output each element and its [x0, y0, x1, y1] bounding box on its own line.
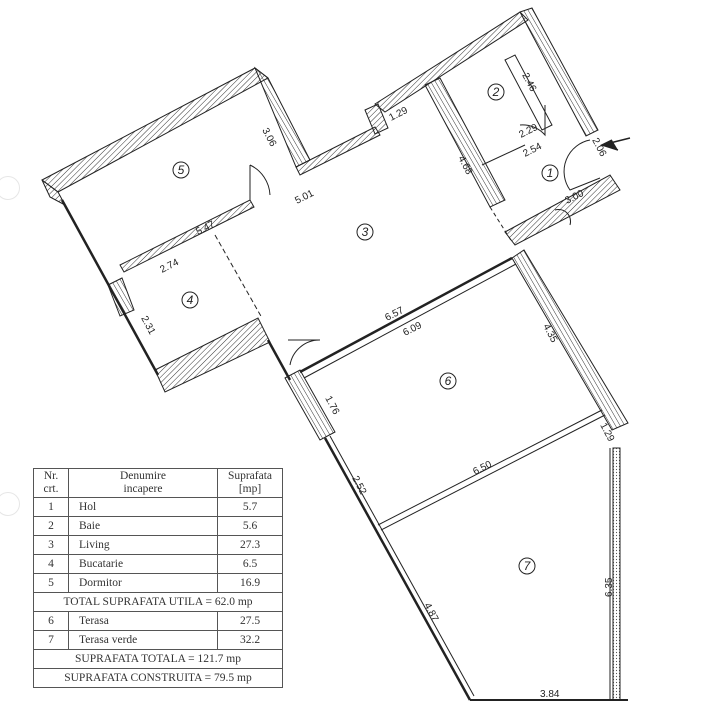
binder-hole-top — [0, 176, 20, 200]
dim-609: 6.09 — [401, 320, 424, 339]
header-nr: Nr.crt. — [33, 468, 69, 498]
dim-650: 6.50 — [471, 459, 494, 478]
wall-hol-dashed — [489, 206, 513, 243]
room-number-3: 3 — [362, 225, 369, 239]
room-number-7: 7 — [524, 559, 532, 573]
room-number-6: 6 — [445, 374, 452, 388]
room-markers: 5 2 1 3 4 6 7 — [172, 83, 559, 575]
room-number-1: 1 — [547, 166, 554, 180]
dim-384: 3.84 — [540, 689, 560, 700]
wall-terrace-east — [511, 249, 629, 431]
dim-206: 2.06 — [589, 136, 608, 159]
dim-254: 2.54 — [521, 141, 544, 160]
room-number-2: 2 — [492, 85, 500, 99]
wall-dormitor-east — [253, 66, 311, 168]
wall-bath-inner — [504, 54, 553, 131]
dim-306: 3.06 — [259, 126, 278, 149]
total-row: SUPRAFATA TOTALA = 121.7 mp — [33, 649, 283, 669]
wall-bath-east — [519, 7, 599, 137]
door-entrance — [563, 139, 601, 191]
door-dormitor — [249, 164, 271, 200]
green-wall — [612, 447, 621, 701]
wall-kitchen-dashed — [214, 234, 263, 319]
door-hol — [554, 209, 571, 226]
dim-246: 2.46 — [519, 71, 538, 94]
construita-row: SUPRAFATA CONSTRUITA = 79.5 mp — [33, 668, 283, 688]
dim-501: 5.01 — [293, 188, 316, 207]
wall-living-north2 — [374, 11, 529, 113]
door-bath — [519, 105, 546, 137]
wall-dormitor-north — [41, 67, 269, 193]
wall-bath-west — [424, 77, 506, 208]
door-living — [288, 339, 321, 366]
room-number-5: 5 — [178, 163, 185, 177]
header-area: Suprafata[mp] — [217, 468, 283, 498]
wall-living-notch — [364, 103, 389, 135]
dim-274: 2.74 — [158, 257, 181, 276]
wall-terrace-west — [323, 437, 472, 701]
room-number-4: 4 — [187, 293, 194, 307]
partition-dormitor — [119, 199, 255, 273]
dim-176: 1.76 — [322, 394, 341, 417]
dim-231: 2.31 — [138, 314, 157, 337]
pillar-terrace — [284, 369, 336, 441]
binder-hole-bottom — [0, 492, 20, 516]
wall-living-terrace — [299, 256, 513, 374]
wall-kitchen-south — [154, 317, 271, 393]
divider-terrace — [377, 409, 603, 526]
total-utila-row: TOTAL SUPRAFATA UTILA = 62.0 mp — [33, 592, 283, 612]
wall-living-west — [266, 339, 292, 381]
wall-living-north — [295, 126, 381, 176]
dim-635: 6.35 — [604, 577, 615, 597]
wall-kitchen-west — [107, 277, 135, 317]
dim-487: 4.87 — [421, 601, 440, 624]
wall-bath-south — [481, 144, 526, 166]
entrance-arrow-icon — [600, 137, 631, 151]
